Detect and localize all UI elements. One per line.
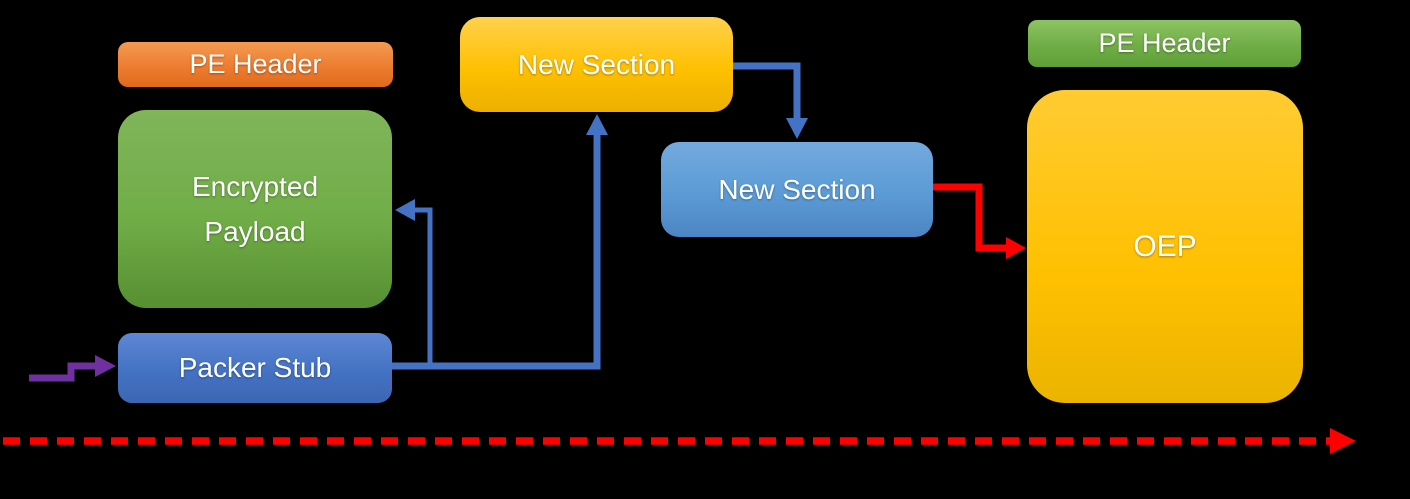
new-section-mid-label: New Section (718, 173, 876, 205)
packer-stub-box: Packer Stub (118, 333, 392, 403)
timeline-dashed-arrow (3, 428, 1356, 454)
oep-box: OEP (1027, 90, 1303, 403)
encrypted-payload-label: Encrypted Payload (191, 171, 319, 247)
new-section-to-new-section-arrow (733, 62, 808, 139)
pe-header-left-box: PE Header (118, 42, 393, 87)
pe-header-right-label: PE Header (1098, 28, 1231, 58)
new-section-mid-box: New Section (661, 142, 933, 237)
stub-to-payload-arrow (395, 199, 433, 366)
oep-label: OEP (1133, 229, 1197, 263)
packer-stub-label: Packer Stub (178, 352, 332, 383)
new-section-top-box: New Section (460, 17, 733, 112)
encrypted-payload-box: Encrypted Payload (118, 110, 392, 308)
new-section-to-oep-arrow (933, 183, 1026, 259)
pe-header-left-label: PE Header (189, 49, 322, 79)
pe-header-right-box: PE Header (1028, 20, 1301, 67)
stub-to-new-section-arrow (392, 114, 608, 370)
entry-arrow (29, 355, 116, 382)
new-section-top-label: New Section (517, 48, 676, 80)
